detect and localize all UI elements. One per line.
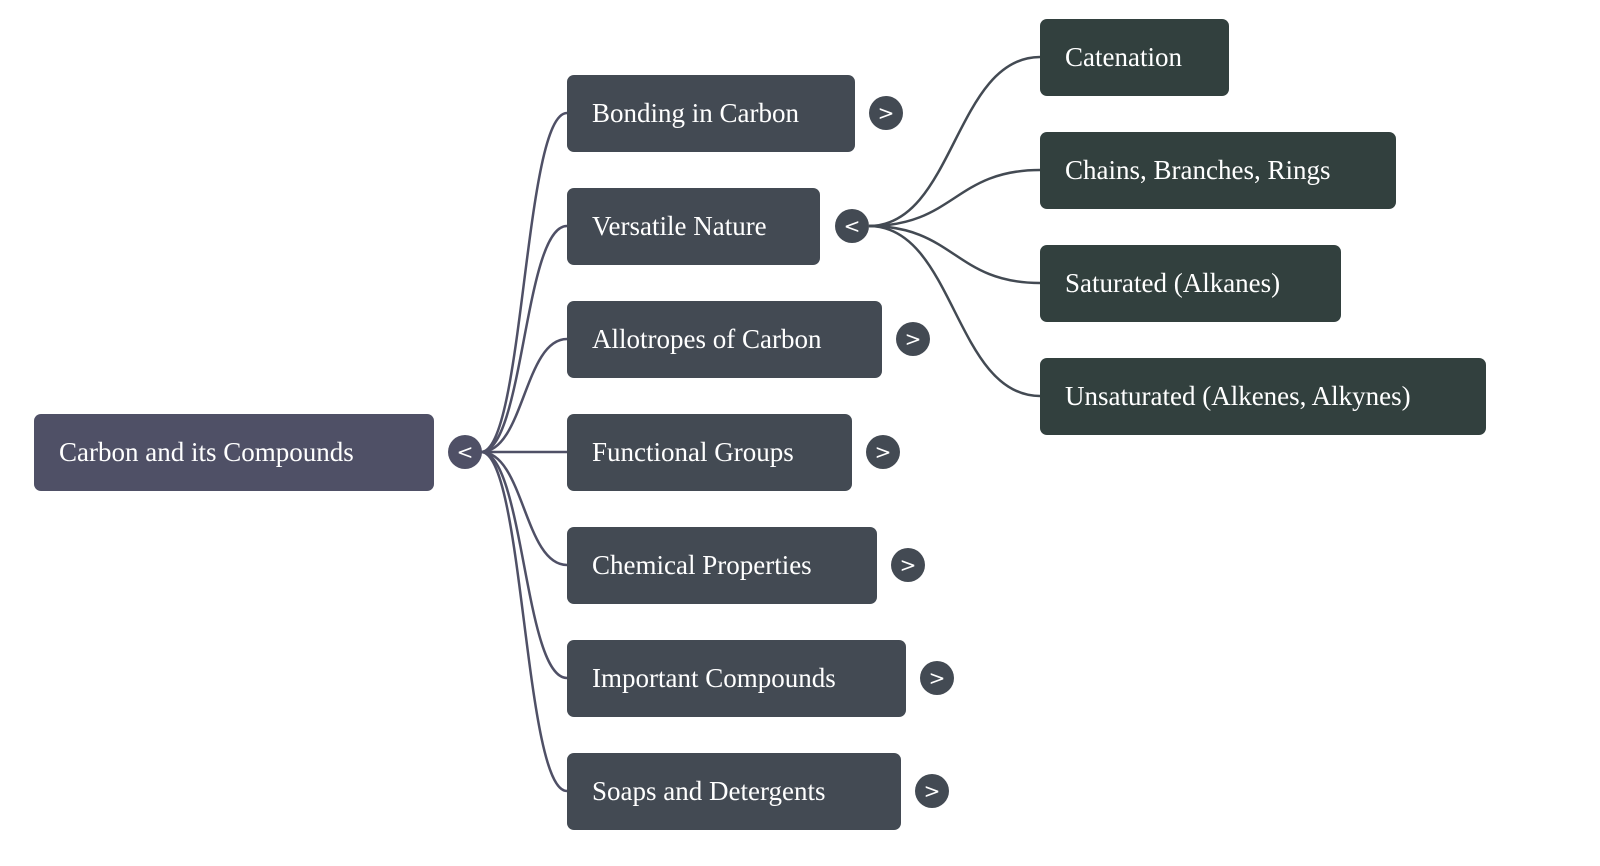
expand-toggle-functional[interactable]: > (866, 435, 900, 469)
chevron-right-icon: > (877, 101, 895, 125)
node-versatile-nature[interactable]: Versatile Nature (567, 188, 820, 265)
node-functional-groups[interactable]: Functional Groups (567, 414, 852, 491)
node-label: Bonding in Carbon (592, 98, 799, 128)
connector-root-to-child-5 (480, 450, 568, 680)
connector-root-to-child-6 (480, 450, 568, 793)
connector-versatile-to-child-2 (868, 224, 1041, 285)
chevron-right-icon: > (923, 779, 941, 803)
node-label: Soaps and Detergents (592, 776, 826, 806)
expand-toggle-soaps[interactable]: > (915, 774, 949, 808)
connector-versatile-to-child-3 (868, 224, 1041, 398)
node-label: Unsaturated (Alkenes, Alkynes) (1065, 381, 1411, 411)
expand-toggle-bonding[interactable]: > (869, 96, 903, 130)
node-bonding-in-carbon[interactable]: Bonding in Carbon (567, 75, 855, 152)
connector-root-to-child-2 (480, 337, 568, 454)
collapse-toggle-root[interactable]: < (448, 435, 482, 469)
node-label: Chemical Properties (592, 550, 812, 580)
chevron-right-icon: > (874, 440, 892, 464)
node-label: Chains, Branches, Rings (1065, 155, 1331, 185)
node-unsaturated-alkenes-alkynes[interactable]: Unsaturated (Alkenes, Alkynes) (1040, 358, 1486, 435)
chevron-left-icon: < (843, 214, 861, 238)
chevron-right-icon: > (899, 553, 917, 577)
node-soaps-and-detergents[interactable]: Soaps and Detergents (567, 753, 901, 830)
node-label: Versatile Nature (592, 211, 767, 241)
node-important-compounds[interactable]: Important Compounds (567, 640, 906, 717)
node-label: Saturated (Alkanes) (1065, 268, 1281, 298)
expand-toggle-chemical[interactable]: > (891, 548, 925, 582)
node-saturated-alkanes[interactable]: Saturated (Alkanes) (1040, 245, 1341, 322)
connector-root-to-child-4 (480, 450, 568, 567)
node-catenation[interactable]: Catenation (1040, 19, 1229, 96)
collapse-toggle-versatile[interactable]: < (835, 209, 869, 243)
root-node-label: Carbon and its Compounds (59, 437, 354, 467)
expand-toggle-important[interactable]: > (920, 661, 954, 695)
node-allotropes-of-carbon[interactable]: Allotropes of Carbon (567, 301, 882, 378)
node-label: Catenation (1065, 42, 1182, 72)
connector-root-to-child-0 (480, 111, 568, 454)
node-label: Functional Groups (592, 437, 794, 467)
connector-versatile-to-child-1 (868, 168, 1041, 228)
connector-versatile-to-child-0 (868, 55, 1041, 228)
expand-toggle-allotropes[interactable]: > (896, 322, 930, 356)
node-chains-branches-rings[interactable]: Chains, Branches, Rings (1040, 132, 1396, 209)
node-label: Important Compounds (592, 663, 836, 693)
chevron-right-icon: > (904, 327, 922, 351)
root-node[interactable]: Carbon and its Compounds (34, 414, 434, 491)
node-label: Allotropes of Carbon (592, 324, 822, 354)
chevron-left-icon: < (456, 440, 474, 464)
connector-root-to-child-1 (480, 224, 568, 454)
chevron-right-icon: > (928, 666, 946, 690)
node-chemical-properties[interactable]: Chemical Properties (567, 527, 877, 604)
